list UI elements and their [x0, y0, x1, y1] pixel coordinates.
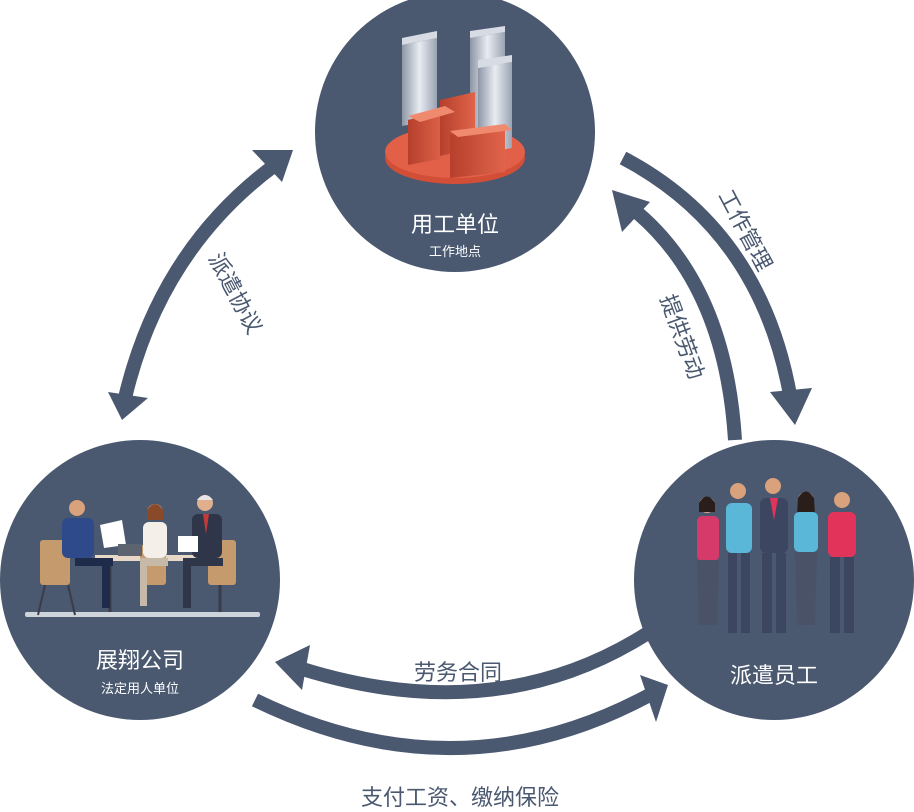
- arrow-dispatch-agreement: [118, 159, 280, 400]
- node-employer: 用工单位 工作地点: [315, 0, 595, 272]
- business-meeting-icon: [25, 495, 260, 617]
- company-title: 展翔公司: [96, 649, 184, 674]
- arrow-pay-wages: [251, 685, 659, 756]
- node-company: 展翔公司 法定用人单位: [0, 440, 280, 720]
- employer-subtitle: 工作地点: [429, 245, 481, 260]
- labor-contract-text: 劳务合同: [414, 661, 502, 686]
- arrow-dispatch-head-top: [252, 150, 293, 182]
- arrow-contract-head: [275, 645, 310, 690]
- arrow-work-head: [770, 388, 812, 425]
- employees-title: 派遣员工: [730, 664, 818, 689]
- arrow-provide-labor: [623, 199, 742, 441]
- staff-group-icon: [697, 478, 856, 633]
- pay-wages-text: 支付工资、缴纳保险: [361, 786, 559, 811]
- employer-title: 用工单位: [411, 213, 499, 238]
- office-buildings-icon: [385, 26, 525, 184]
- arrow-labor-contract: [287, 619, 664, 700]
- arrow-dispatch-head-bottom: [108, 392, 148, 420]
- arrow-work-management: [619, 151, 797, 397]
- company-subtitle: 法定用人单位: [101, 682, 179, 697]
- node-employees: 派遣员工: [634, 440, 914, 720]
- dispatch-agreement-text: 派遣协议: [203, 249, 266, 338]
- arrow-provide-head: [612, 190, 650, 232]
- label-dispatch-agreement: 派遣协议: [203, 249, 266, 338]
- arrow-pay-head: [640, 675, 668, 722]
